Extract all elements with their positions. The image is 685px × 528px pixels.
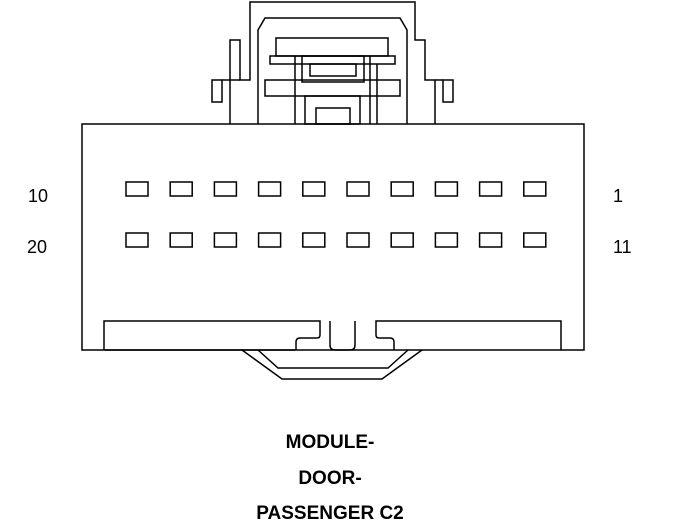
pin-cavity-17	[257, 232, 282, 248]
pin-label-10: 10	[28, 186, 49, 206]
pin-cavity-7	[257, 181, 282, 197]
pin-cavity-20	[125, 232, 149, 248]
caption-line-3: PASSENGER C2	[256, 503, 404, 524]
pin-cavity-6	[302, 181, 326, 197]
caption-line-1: MODULE-	[285, 432, 375, 453]
pin-cavity-1	[523, 181, 547, 197]
pin-cavity-2	[478, 181, 503, 197]
pin-cavity-5	[346, 181, 370, 197]
connector-key-rail	[103, 320, 562, 351]
connector-latch	[211, 1, 454, 125]
pin-label-20: 20	[27, 237, 48, 257]
pin-cavities	[125, 181, 547, 248]
pin-cavity-8	[213, 181, 238, 197]
pin-cavity-12	[478, 232, 503, 248]
pin-cavity-10	[125, 181, 149, 197]
pin-cavity-13	[434, 232, 459, 248]
connector-body	[81, 123, 585, 351]
pin-cavity-16	[302, 232, 326, 248]
pin-cavity-15	[346, 232, 370, 248]
pin-cavity-9	[169, 181, 193, 197]
caption-line-2: DOOR-	[298, 468, 362, 489]
pin-cavity-18	[213, 232, 238, 248]
pin-label-11: 11	[613, 237, 632, 257]
pin-cavity-3	[434, 181, 459, 197]
pin-label-1: 1	[613, 186, 624, 206]
pin-cavity-4	[390, 181, 414, 197]
connector-foot	[241, 349, 423, 380]
pin-cavity-14	[390, 232, 414, 248]
pin-cavity-11	[523, 232, 547, 248]
pin-cavity-19	[169, 232, 193, 248]
